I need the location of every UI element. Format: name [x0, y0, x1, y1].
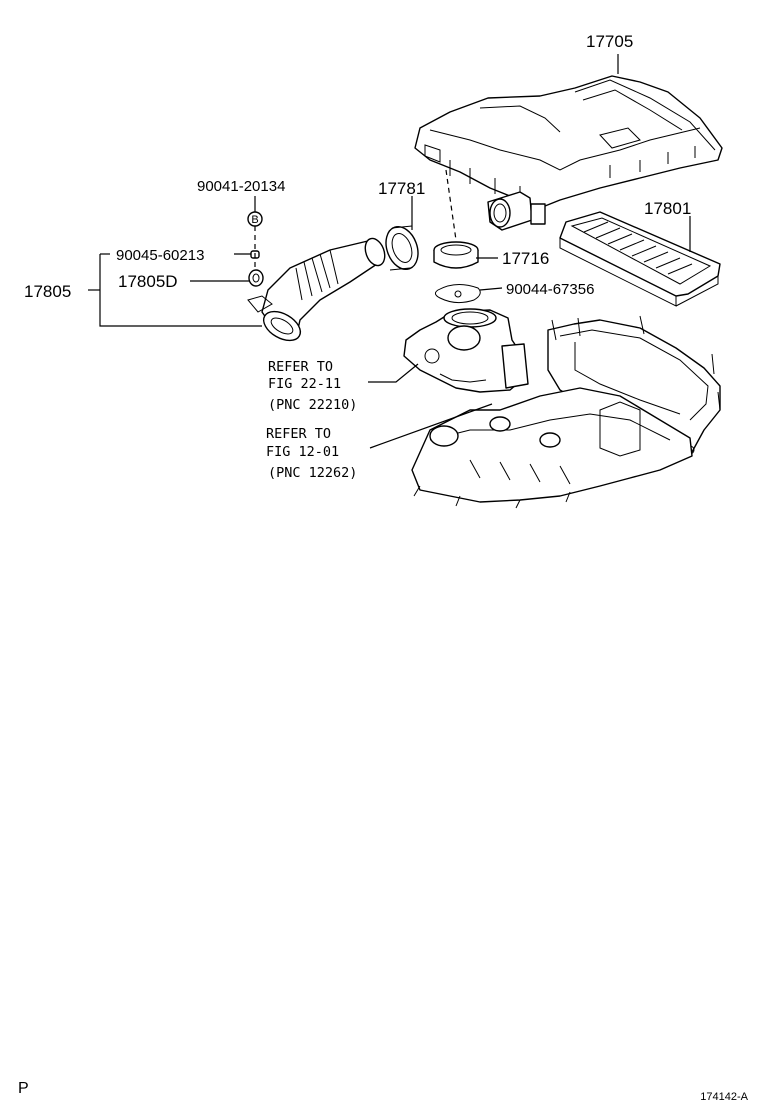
air-cleaner-case [547, 315, 721, 455]
bolt-marker-letter: B [251, 214, 258, 226]
intake-hose-assembly [247, 237, 386, 342]
seal-ring [433, 241, 479, 269]
label-90041-20134: 90041-20134 [197, 178, 285, 195]
svg-text:(PNC 12262): (PNC 12262) [268, 465, 357, 481]
label-90044-67356: 90044-67356 [506, 281, 594, 298]
label-17781: 17781 [378, 179, 425, 198]
footer-figure-id: 174142-A [700, 1091, 748, 1103]
reference-note-2: REFER TO FIG 12-01 (PNC 12262) [266, 426, 357, 481]
gasket [434, 284, 481, 304]
svg-text:REFER TO: REFER TO [268, 359, 333, 375]
svg-text:FIG 12-01: FIG 12-01 [266, 444, 339, 460]
svg-text:FIG 22-11: FIG 22-11 [268, 376, 341, 392]
label-17716: 17716 [502, 249, 549, 268]
bolt-marker: B [247, 211, 263, 227]
label-17805: 17805 [24, 282, 71, 301]
intake-manifold [411, 387, 693, 509]
svg-text:REFER TO: REFER TO [266, 426, 331, 442]
cover-outlet-spigot [487, 191, 546, 231]
grommet-part [248, 269, 264, 287]
air-cleaner-cover [414, 75, 723, 209]
leader-lines [88, 54, 691, 449]
throttle-body [403, 308, 529, 393]
air-filter-element [559, 211, 721, 307]
label-17705: 17705 [586, 32, 633, 51]
reference-note-1: REFER TO FIG 22-11 (PNC 22210) [268, 359, 357, 413]
svg-text:(PNC 22210): (PNC 22210) [268, 397, 357, 413]
label-17801: 17801 [644, 199, 691, 218]
label-17805D: 17805D [118, 272, 178, 291]
hose-ring [385, 225, 419, 271]
footer-page-marker: P [18, 1080, 29, 1097]
label-90045-60213: 90045-60213 [116, 247, 204, 264]
